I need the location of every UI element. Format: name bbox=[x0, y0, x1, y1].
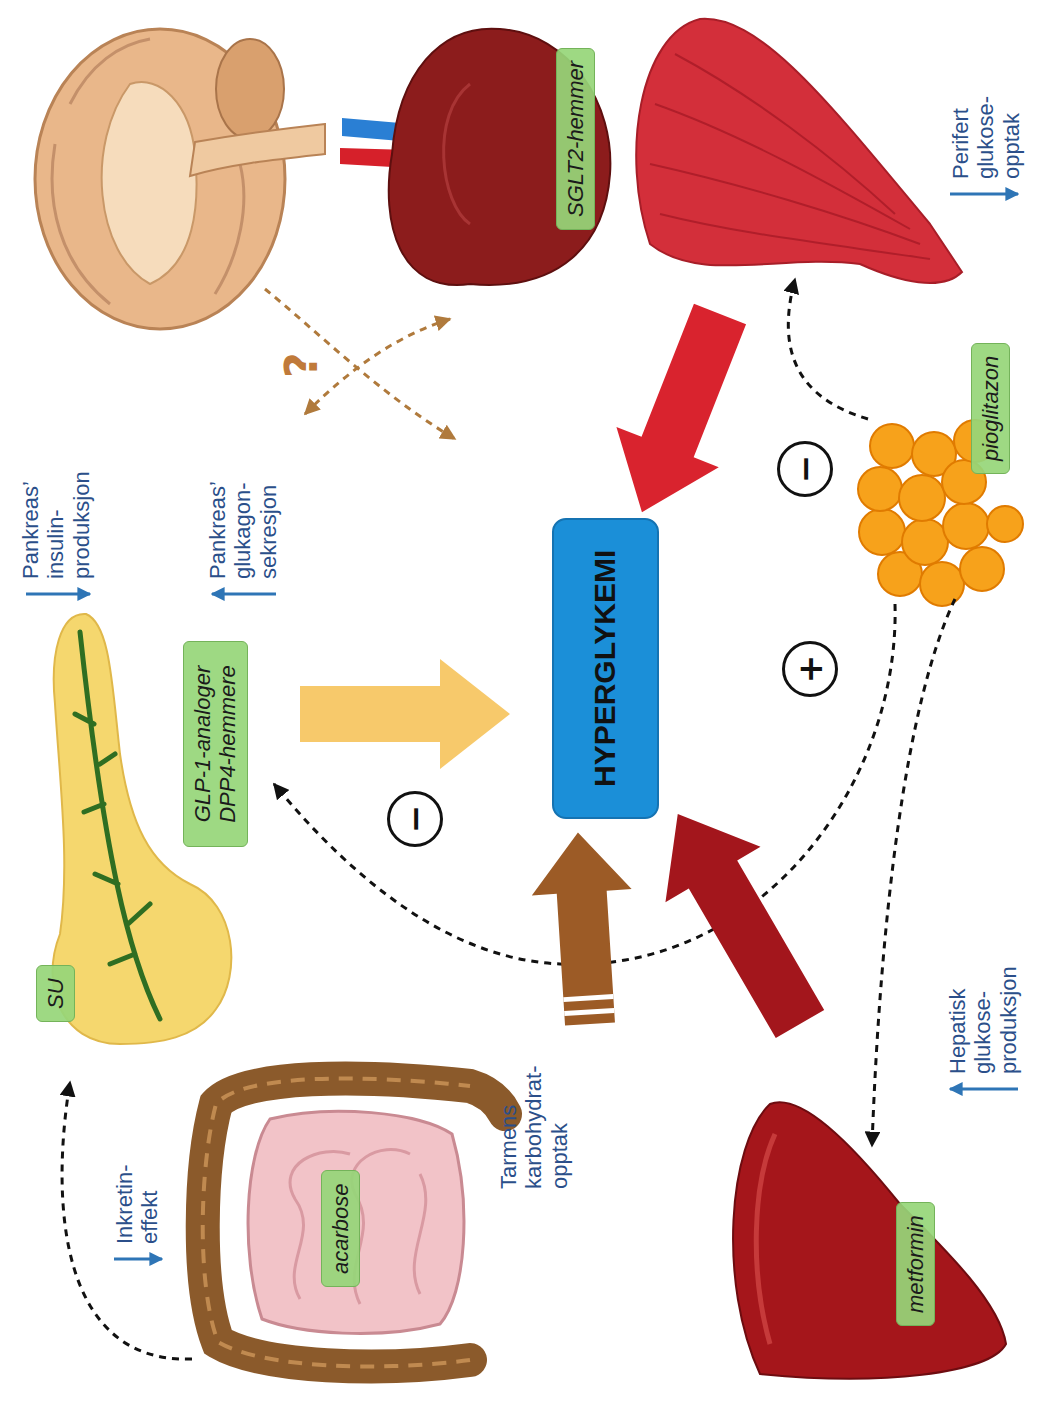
colon-drawing bbox=[203, 1079, 505, 1367]
hyperglycemia-box: HYPERGLYKEMI bbox=[552, 518, 659, 819]
arrow-stripe bbox=[563, 996, 613, 999]
brain-arrow bbox=[265, 289, 455, 439]
fat-cell bbox=[920, 562, 964, 606]
liver-arrow bbox=[630, 786, 847, 1051]
decrease-arrow bbox=[950, 193, 1018, 196]
node-text: − bbox=[398, 805, 432, 834]
node-text: SGLT2-hemmer bbox=[563, 61, 588, 217]
muscle-arrow bbox=[591, 294, 771, 532]
cerebellum bbox=[216, 39, 284, 139]
increase-arrow bbox=[950, 1088, 1018, 1091]
kidney bbox=[389, 29, 611, 285]
node-text: + bbox=[793, 655, 827, 684]
gut-arrow bbox=[528, 829, 640, 1027]
muscle-drawing bbox=[636, 19, 962, 283]
brain-arrow bbox=[305, 319, 450, 414]
arrow-stripe bbox=[564, 1010, 614, 1013]
node-text: − bbox=[788, 455, 822, 484]
change-label: Hepatisk glukose-produksjon bbox=[945, 966, 1021, 1074]
fat-cell bbox=[987, 506, 1023, 542]
question-mark: ? bbox=[280, 352, 324, 378]
kidney-detail bbox=[444, 84, 470, 224]
drug-box: SGLT2-hemmer bbox=[556, 48, 595, 230]
brain-gyri bbox=[52, 39, 244, 304]
incretin-arrow bbox=[62, 1082, 192, 1359]
fat-cell bbox=[943, 503, 989, 549]
fat-cell bbox=[960, 547, 1004, 591]
node-text: acarbose bbox=[328, 1183, 353, 1274]
pancreas-arrow bbox=[300, 659, 510, 769]
node-text: SU bbox=[43, 978, 68, 1009]
drug-box: GLP-1-analoger DPP4-hemmere bbox=[183, 641, 248, 847]
fat-cell bbox=[902, 519, 948, 565]
fat-to-muscle-arrow bbox=[788, 279, 868, 419]
increase-arrow bbox=[212, 593, 276, 596]
drug-box: SU bbox=[36, 965, 75, 1022]
node-text: GLP-1-analoger DPP4-hemmere bbox=[190, 654, 241, 834]
drug-box: pioglitazon bbox=[971, 343, 1010, 474]
effect-circle: + bbox=[782, 641, 838, 697]
drug-box: acarbose bbox=[321, 1170, 360, 1287]
fat-cell bbox=[870, 424, 914, 468]
drug-box: metformin bbox=[896, 1202, 935, 1326]
liver-drawing bbox=[733, 1102, 1006, 1378]
large-intestine bbox=[203, 1079, 505, 1367]
decrease-arrow bbox=[114, 1258, 162, 1261]
effect-circle: − bbox=[777, 441, 833, 497]
pancreatic-duct bbox=[75, 632, 160, 1019]
effect-circle: − bbox=[387, 791, 443, 847]
kidney-drawing bbox=[340, 29, 610, 285]
liver bbox=[733, 1102, 1006, 1378]
fat-to-liver-arrow bbox=[872, 599, 955, 1146]
decrease-arrow bbox=[26, 593, 90, 596]
muscle-fibres bbox=[650, 54, 930, 259]
node-text: HYPERGLYKEMI bbox=[588, 550, 621, 787]
liver-highlight bbox=[756, 1134, 775, 1344]
fat-cell bbox=[858, 467, 902, 511]
node-text: pioglitazon bbox=[978, 356, 1003, 461]
process-label: Tarmens karbohydrat-opptak bbox=[496, 1066, 572, 1190]
change-label: Inkretin-effekt bbox=[112, 1165, 163, 1244]
small-intestine bbox=[248, 1111, 464, 1333]
change-label: Pankreas’ insulin-produksjon bbox=[18, 471, 94, 579]
fat-cell bbox=[899, 475, 945, 521]
brain-drawing bbox=[35, 29, 325, 329]
muscle bbox=[636, 19, 962, 283]
gut-arrow-body bbox=[528, 829, 640, 1027]
change-label: Pankreas’ glukagon-sekresjon bbox=[205, 482, 281, 579]
brain-inner bbox=[102, 82, 197, 284]
brainstem bbox=[190, 124, 325, 176]
node-text: metformin bbox=[903, 1215, 928, 1313]
change-label: Perifert glukose-opptak bbox=[948, 96, 1024, 179]
fat-cell bbox=[859, 509, 905, 555]
intestine-loops bbox=[290, 1150, 426, 1304]
colon-haustra bbox=[203, 1079, 470, 1367]
brain-outline bbox=[35, 29, 285, 329]
